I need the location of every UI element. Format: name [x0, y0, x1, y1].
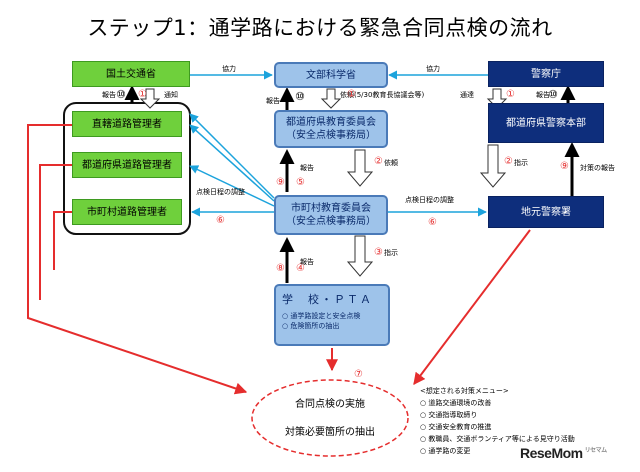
mlit-box: 国土交通省 [72, 61, 190, 87]
mext-box: 文部科学省 [274, 62, 388, 88]
pref-police-box: 都道府県警察本部 [488, 103, 604, 143]
schedule-arrow-pref-road [189, 165, 275, 207]
label-inspection-schedule-right: 点検日程の調整 [405, 196, 454, 204]
joint-inspection: 合同点検の実施 対策必要箇所の抽出 [250, 378, 410, 460]
label-request-mext: 依頼(5/30教育長協議会等) [340, 91, 425, 99]
red-line-pref-road [39, 164, 72, 300]
step-8-school: ⑧ [276, 263, 285, 274]
label-notice-police: 通達 [460, 91, 474, 99]
red-arrow-local-police [413, 229, 531, 385]
label-report-measures: 対策の報告 [580, 164, 615, 172]
step-3-school: ③ [374, 247, 383, 258]
menu-header: <想定される対策メニュー> [420, 387, 509, 395]
menu-item: 交通指導取締り [420, 409, 575, 421]
school-item: ○ 通学路設定と安全点検 [282, 312, 361, 320]
national-road-admin-box: 直轄道路管理者 [72, 111, 182, 137]
step-1-mext: ① [347, 89, 356, 100]
muni-road-admin-box: 市町村道路管理者 [72, 199, 182, 225]
school-item: ○ 危険箇所の抽出 [282, 322, 340, 330]
muni-board-sub: （安全点検事務局） [286, 216, 376, 227]
label-notice-mlit: 通知 [164, 91, 178, 99]
label-report-pref: 報告 [300, 164, 314, 172]
step-7-joint: ⑦ [354, 369, 363, 380]
countermeasure-menu: <想定される対策メニュー> 道路交通環境の改善 交通指導取締り 交通安全教育の推… [420, 385, 575, 457]
page-title: ステップ1：通学路における緊急合同点検の流れ [87, 16, 553, 40]
step-2-pref: ② [374, 156, 383, 167]
menu-item: 教職員、交通ボランティア等による見守り活動 [420, 433, 574, 445]
step-4-school: ④ [296, 263, 305, 274]
step-10-police: ⑩ [548, 88, 558, 101]
instruction-arrow-school [346, 235, 374, 277]
step-9-pref: ⑨ [276, 177, 285, 188]
notice-arrow-mlit [139, 88, 161, 109]
pref-board-box: 都道府県教育委員会 （安全点検事務局） [274, 110, 388, 148]
label-report-mext: 報告 [266, 97, 280, 105]
label-request: 依頼 [384, 159, 398, 167]
label-cooperation-left: 協力 [222, 65, 236, 73]
step-6-road: ⑥ [216, 215, 225, 226]
step-6-police: ⑥ [428, 217, 437, 228]
request-arrow-pref [346, 149, 374, 187]
school-pta-title: 学 校・ＰＴＡ [282, 293, 373, 306]
step-1-police: ① [506, 89, 515, 100]
step-1-mlit: ① [138, 89, 147, 100]
label-report-police: 報告 [536, 91, 550, 99]
joint-inspection-ellipse [251, 379, 409, 457]
step-2-police: ② [504, 156, 513, 167]
step-9-measures: ⑨ [560, 161, 569, 172]
schedule-arrow-national-road [189, 124, 275, 202]
red-line-muni-road [53, 211, 72, 270]
request-arrow-mext [320, 88, 342, 109]
menu-item: 道路交通環境の改善 [420, 397, 575, 409]
instruction-arrow-pref-police [479, 144, 507, 188]
label-report-mlit: 報告 [102, 91, 116, 99]
step-10-mlit: ⑩ [116, 88, 126, 101]
label-instruction-pref-police: 指示 [514, 159, 528, 167]
joint-inspection-line1: 合同点検の実施 [295, 399, 365, 410]
label-inspection-schedule: 点検日程の調整 [196, 188, 245, 196]
red-arrow-national-road [27, 124, 248, 395]
schedule-arrow-group [189, 113, 275, 199]
local-police-box: 地元警察署 [488, 196, 604, 228]
step-10-mext: ⑩ [295, 90, 305, 103]
school-pta-box: 学 校・ＰＴＡ ○ 通学路設定と安全点検 ○ 危険箇所の抽出 [274, 284, 390, 346]
label-cooperation-right: 協力 [426, 65, 440, 73]
pref-road-admin-box: 都道府県道路管理者 [72, 152, 182, 178]
step-5-pref: ⑤ [296, 177, 305, 188]
label-report-school: 報告 [300, 258, 314, 266]
logo-subtext: リセマム [584, 448, 608, 454]
pref-board-sub: （安全点検事務局） [286, 130, 376, 141]
joint-inspection-line2: 対策必要箇所の抽出 [285, 427, 375, 438]
menu-item: 通学路の変更 [420, 445, 575, 457]
logo-text: ReseMom [520, 445, 583, 461]
pref-board-name: 都道府県教育委員会 [286, 117, 376, 128]
muni-board-box: 市町村教育委員会 （安全点検事務局） [274, 195, 388, 235]
label-instruction-school: 指示 [384, 249, 398, 257]
police-agency-box: 警察庁 [488, 61, 604, 87]
menu-item: 交通安全教育の推進 [420, 421, 575, 433]
muni-board-name: 市町村教育委員会 [291, 203, 371, 214]
